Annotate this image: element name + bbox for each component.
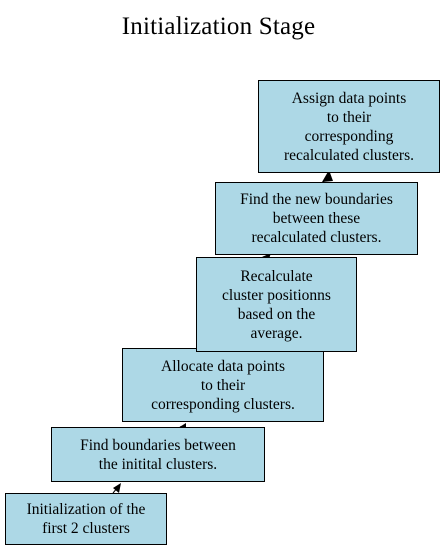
step-box-new-boundaries: Find the new boundaries between these re…: [215, 182, 418, 255]
step-label-assign-points: Assign data points to their correspondin…: [284, 89, 414, 164]
diagram-title: Initialization Stage: [121, 13, 316, 40]
step-label-allocate-points: Allocate data points to their correspond…: [151, 357, 295, 413]
step-label-find-boundaries: Find boundaries between the initital clu…: [80, 436, 236, 473]
step-label-recalculate-positions: Recalculate cluster positionns based on …: [222, 267, 331, 342]
step-box-allocate-points: Allocate data points to their correspond…: [122, 348, 324, 422]
step-box-assign-points: Assign data points to their correspondin…: [258, 80, 440, 173]
arrow-1-to-2-head: [113, 483, 121, 493]
step-box-init-clusters: Initialization of the first 2 clusters: [5, 493, 167, 545]
step-label-init-clusters: Initialization of the first 2 clusters: [26, 501, 146, 537]
step-box-recalculate-positions: Recalculate cluster positionns based on …: [196, 257, 357, 352]
step-label-new-boundaries: Find the new boundaries between these re…: [240, 191, 393, 246]
step-box-find-boundaries: Find boundaries between the initital clu…: [51, 427, 265, 482]
